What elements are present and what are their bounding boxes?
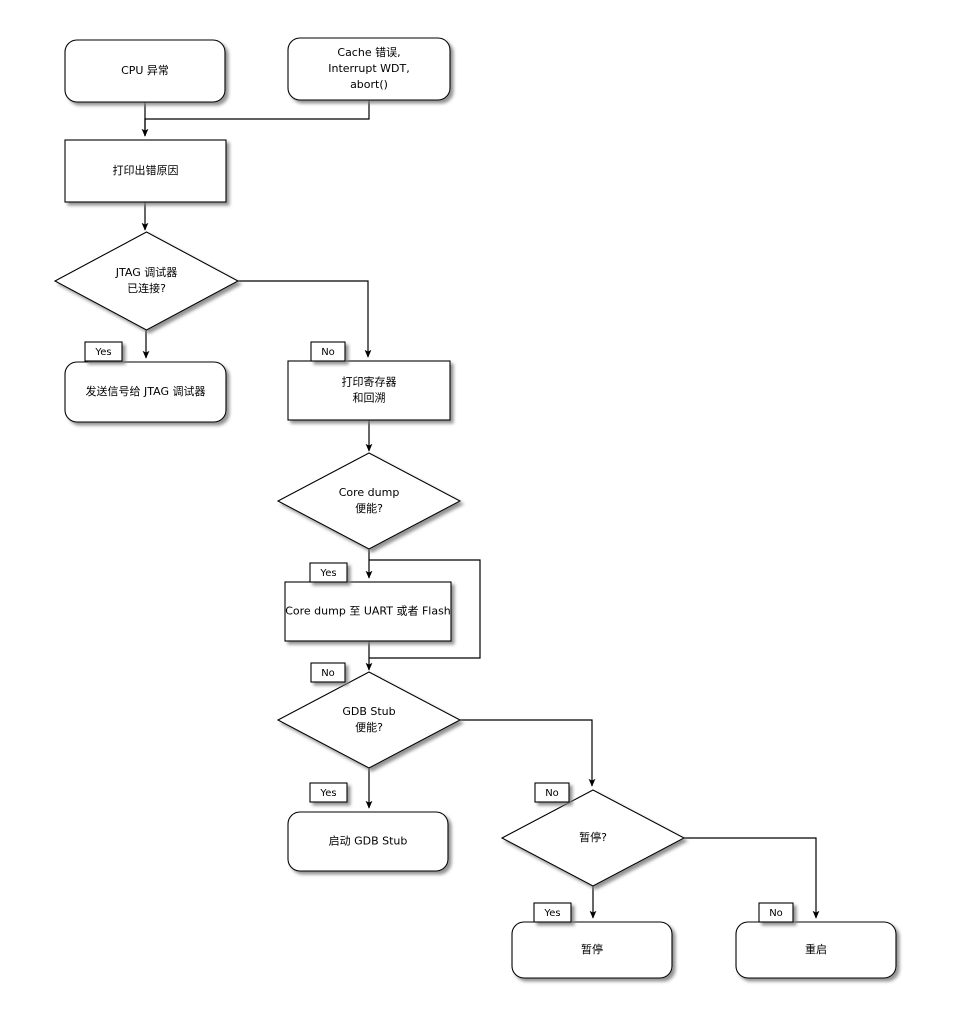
gdbstub-enabled-shape: [276, 671, 462, 769]
jtag-connected-label-line: JTAG 调试器: [115, 266, 177, 279]
coredump-enabled-shape: [276, 452, 462, 550]
edge-cache-to-print: [144, 100, 370, 136]
label-gdbstub-yes-box: [309, 782, 348, 803]
edge-label-label-halt-yes: Yes: [533, 902, 572, 923]
edge-label-label-coredump-no: No: [310, 662, 346, 683]
print-registers-label-line: 和回溯: [353, 392, 386, 405]
cache-error-label-line: Interrupt WDT,: [328, 62, 409, 75]
print-registers-shape: [287, 360, 451, 421]
label-jtag-yes-box: [84, 341, 123, 362]
node-reboot: 重启: [735, 921, 897, 979]
edge-label-label-jtag-yes: Yes: [84, 341, 123, 362]
node-coredump-output: Core dump 至 UART 或者 Flash: [284, 581, 452, 642]
start-gdbstub-shape: [287, 811, 449, 872]
edges-layer: [141, 100, 820, 919]
edge-jtag-no-to-registers: [238, 280, 372, 358]
node-coredump-enabled: Core dump 便能?: [276, 452, 462, 550]
print-error-reason-shape: [64, 139, 227, 203]
coredump-enabled-label-line: Core dump: [339, 486, 400, 499]
cpu-exception-label-line: CPU 异常: [121, 64, 169, 77]
node-print-error-reason: 打印出错原因: [64, 139, 227, 203]
start-gdbstub-label-line: 启动 GDB Stub: [329, 835, 408, 848]
label-jtag-yes-text: Yes: [94, 347, 111, 358]
halt-label-line: 暂停: [581, 942, 603, 956]
label-coredump-no-text: No: [321, 668, 335, 679]
node-start-gdbstub: 启动 GDB Stub: [287, 811, 449, 872]
coredump-output-label-line: Core dump 至 UART 或者 Flash: [285, 605, 451, 618]
gdbstub-enabled-label-line: 便能?: [355, 720, 383, 734]
jtag-connected-shape: [53, 231, 240, 331]
edge-coredump-no-bypass: [369, 559, 481, 659]
halt-question-label-line: 暂停?: [579, 830, 607, 844]
edge-label-label-coredump-yes: Yes: [309, 562, 348, 583]
edge-label-label-gdbstub-no: No: [534, 782, 570, 803]
print-error-reason-label-line: 打印出错原因: [113, 163, 179, 177]
cache-error-label-line: abort(): [350, 78, 388, 91]
nodes-layer: CPU 异常 Cache 错误, Interrupt WDT, abort() 打印出错…: [53, 37, 897, 979]
signal-jtag-shape: [64, 361, 227, 423]
jtag-connected-label-line: 已连接?: [127, 282, 166, 295]
label-jtag-no-box: [310, 341, 346, 362]
label-halt-no-text: No: [769, 908, 783, 919]
label-gdbstub-no-text: No: [545, 788, 559, 799]
node-halt-question: 暂停?: [500, 789, 686, 887]
edge-gdbstub-no-to-halt-q: [460, 719, 596, 787]
node-halt: 暂停: [511, 921, 673, 979]
cache-error-shape: [287, 37, 451, 101]
edge-label-label-halt-no: No: [758, 902, 794, 923]
halt-shape: [511, 921, 673, 979]
node-cache-error: Cache 错误, Interrupt WDT, abort(): [287, 37, 451, 101]
cache-error-label-line: Cache 错误,: [337, 45, 400, 59]
edge-halt-q-no-to-reboot: [684, 837, 820, 919]
coredump-enabled-label-line: 便能?: [355, 501, 383, 515]
edge-label-label-gdbstub-yes: Yes: [309, 782, 348, 803]
label-gdbstub-yes-text: Yes: [319, 788, 336, 799]
node-cpu-exception: CPU 异常: [64, 39, 226, 103]
node-gdbstub-enabled: GDB Stub 便能?: [276, 671, 462, 769]
label-gdbstub-no-box: [534, 782, 570, 803]
print-registers-label-line: 打印寄存器: [342, 375, 397, 389]
reboot-shape: [735, 921, 897, 979]
label-halt-yes-box: [533, 902, 572, 923]
label-coredump-yes-text: Yes: [319, 568, 336, 579]
label-halt-no-box: [758, 902, 794, 923]
cpu-exception-shape: [64, 39, 226, 103]
reboot-label-line: 重启: [805, 942, 827, 956]
signal-jtag-label-line: 发送信号给 JTAG 调试器: [86, 384, 206, 398]
label-jtag-no-text: No: [321, 347, 335, 358]
label-coredump-no-box: [310, 662, 346, 683]
edge-label-label-jtag-no: No: [310, 341, 346, 362]
label-halt-yes-text: Yes: [543, 908, 560, 919]
label-coredump-yes-box: [309, 562, 348, 583]
coredump-output-shape: [284, 581, 452, 642]
gdbstub-enabled-label-line: GDB Stub: [342, 705, 395, 718]
node-signal-jtag: 发送信号给 JTAG 调试器: [64, 361, 227, 423]
halt-question-shape: [500, 789, 686, 887]
